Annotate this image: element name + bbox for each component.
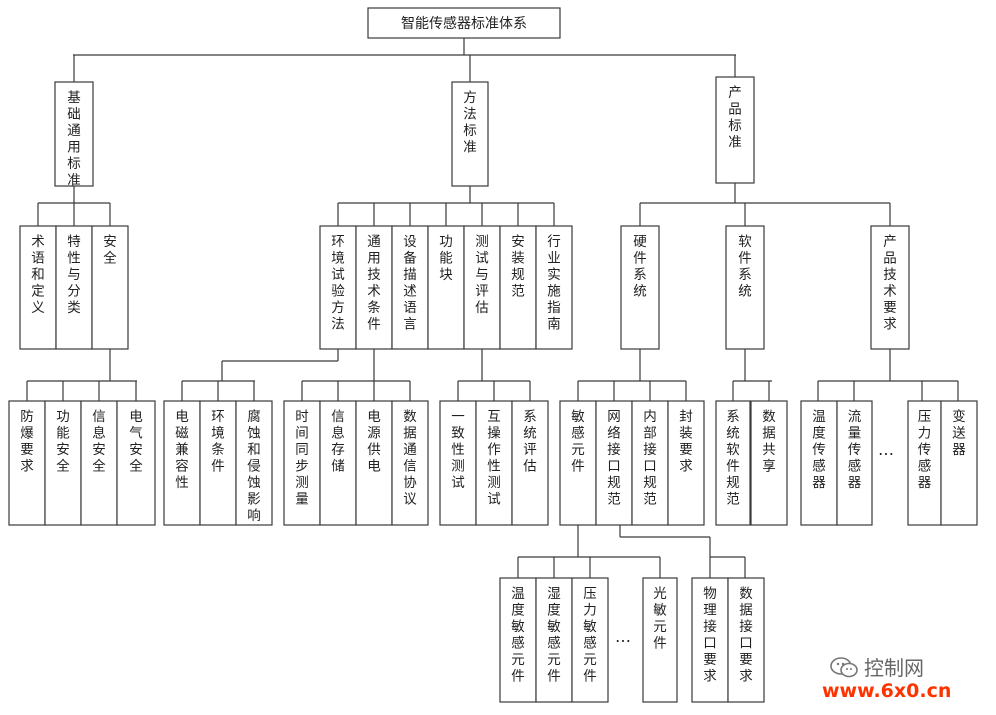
level3-12-label: 互操作性测试	[487, 409, 501, 508]
level3-18-label: 系统软件规范	[726, 409, 740, 508]
level3-6-box	[235, 400, 273, 526]
level3-19-label: 数据共享	[762, 409, 776, 475]
level3-3-box	[116, 400, 156, 526]
level3-14-label: 敏感元件	[571, 409, 585, 475]
level2-12-box	[870, 225, 910, 350]
level1-1-label: 方法标准	[463, 90, 477, 156]
level3-21-label: 流量传感器	[848, 409, 862, 491]
level3-5-box	[199, 400, 237, 526]
level3-2-box	[80, 400, 118, 526]
level3-0-label: 防爆要求	[20, 409, 34, 475]
level3-10-box	[391, 400, 429, 526]
level2-7-label: 测试与评估	[475, 234, 489, 316]
level3-9-label: 电源供电	[367, 409, 381, 475]
level2-6-box	[427, 225, 465, 350]
level3-16-label: 内部接口规范	[643, 409, 657, 508]
level3-7-box	[283, 400, 321, 526]
level2-1-box	[55, 225, 93, 350]
level3-14-box	[559, 400, 597, 526]
level3-23-box	[940, 400, 978, 526]
level2-10-label: 硬件系统	[633, 234, 647, 300]
level3-15-label: 网络接口规范	[607, 409, 621, 508]
level4-ellipsis: …	[615, 627, 631, 646]
level2-2-box	[91, 225, 129, 350]
wechat-icon	[830, 657, 858, 678]
level3-20-label: 温度传感器	[812, 409, 826, 491]
level2-9-box	[535, 225, 573, 350]
level4-2-label: 压力敏感元件	[583, 586, 597, 685]
level4-1-label: 湿度敏感元件	[547, 586, 561, 685]
level3-17-label: 封装要求	[679, 409, 693, 475]
level4-3-label: 光敏元件	[653, 586, 667, 652]
level4-2-box	[571, 577, 609, 703]
level1-0-label: 基础通用标准	[67, 89, 81, 189]
level3-13-box	[511, 400, 549, 526]
level3-10-label: 数据通信协议	[403, 409, 417, 508]
level3-3-label: 电气安全	[129, 409, 143, 475]
level2-11-box	[725, 225, 765, 350]
level2-10-box	[620, 225, 660, 350]
level3-8-box	[319, 400, 357, 526]
level3-20-box	[800, 400, 838, 526]
level4-1-box	[535, 577, 573, 703]
level2-8-label: 安装规范	[511, 234, 525, 300]
level3-1-label: 功能安全	[56, 409, 70, 475]
level3-6-label: 腐蚀和侵蚀影响	[247, 409, 261, 524]
level4-0-label: 温度敏感元件	[511, 586, 525, 685]
level2-0-label: 术语和定义	[31, 234, 45, 316]
level3-0-box	[8, 400, 46, 526]
level2-12-label: 产品技术要求	[883, 234, 897, 333]
level3-19-box	[750, 400, 788, 526]
level2-2-label: 安全	[103, 234, 117, 267]
level2-8-box	[499, 225, 537, 350]
level1-0-box	[54, 81, 94, 187]
level4-3-box	[642, 577, 678, 703]
level1-2-box	[715, 76, 755, 184]
root-label: 智能传感器标准体系	[401, 15, 527, 32]
level3-23-label: 变送器	[952, 409, 966, 458]
watermark: 控制网 www.6x0.cn	[820, 652, 990, 712]
level3-22-label: 压力传感器	[918, 409, 932, 491]
level3-4-label: 电磁兼容性	[175, 409, 189, 491]
level3-21-box	[836, 400, 873, 526]
level3-22-box	[907, 400, 942, 526]
level2-5-label: 设备描述语言	[403, 234, 417, 333]
level1-1-box	[451, 81, 489, 187]
level3-18-box	[715, 400, 751, 526]
level3-15-box	[595, 400, 633, 526]
level3-4-box	[163, 400, 201, 526]
level3-5-label: 环境条件	[211, 409, 225, 475]
level2-11-label: 软件系统	[738, 234, 752, 300]
level2-1-label: 特性与分类	[67, 234, 81, 316]
level2-3-label: 环境试验方法	[331, 234, 345, 333]
level2-6-label: 功能块	[439, 234, 453, 283]
level3-ellipsis: …	[878, 440, 894, 459]
level3-11-label: 一致性测试	[451, 409, 465, 491]
watermark-url: www.6x0.cn	[822, 680, 952, 702]
level4-4-box	[691, 577, 729, 703]
watermark-text: 控制网	[864, 656, 924, 680]
level3-8-label: 信息存储	[331, 409, 345, 475]
level2-9-label: 行业实施指南	[547, 234, 561, 333]
level3-2-label: 信息安全	[92, 409, 106, 475]
root-box	[367, 7, 561, 39]
level4-0-box	[499, 577, 537, 703]
level4-4-label: 物理接口要求	[703, 586, 717, 685]
level3-13-label: 系统评估	[523, 409, 537, 475]
level1-2-label: 产品标准	[728, 85, 742, 151]
level3-7-label: 时间同步测量	[295, 409, 309, 508]
level3-17-box	[667, 400, 705, 526]
level4-5-box	[727, 577, 765, 703]
level2-4-label: 通用技术条件	[367, 234, 381, 333]
level4-5-label: 数据接口要求	[739, 586, 753, 685]
level3-12-box	[475, 400, 513, 526]
